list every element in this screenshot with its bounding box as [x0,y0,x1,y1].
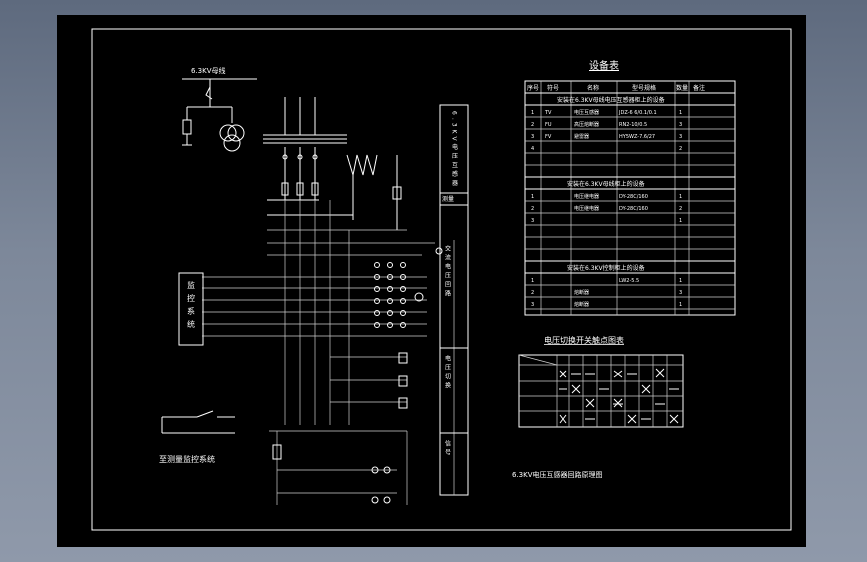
equipment-table-title: 设备表 [589,59,619,72]
right-panel-sub1: 测量 [442,195,454,203]
section3-title: 安装在6.3KV控制柜上的设备 [567,264,645,272]
s1r3-qty: 3 [679,134,682,140]
s1r1-qty: 1 [679,110,682,116]
monitor-box-label: 监控系统 [187,280,196,333]
left-lower-circuit: 至测量监控系统 [159,410,235,464]
s1r1-name: 电压互感器 [574,109,599,116]
s2r1-model: DY-28C/160 [619,194,648,200]
s1r4-index: 4 [531,146,534,152]
s3r2-name: 熔断器 [574,289,589,296]
cad-drawing: 6.3KV母线 [91,28,792,531]
s3r3-name: 熔断器 [574,301,589,308]
phase-lines [263,97,402,230]
s1r2-index: 2 [531,122,534,128]
switch-contacts [374,262,424,409]
s1r2-name: 高压熔断器 [574,121,599,128]
s2r2-index: 2 [531,206,534,212]
s2r3-index: 3 [531,218,534,224]
switch-contact-table: 电压切换开关触点图表 [518,335,684,428]
right-label-panel: 6.3KV电压互感器 测量 交流电压回路 电压切换 信号 [439,104,469,496]
s2r2-model: DY-28C/160 [619,206,648,212]
s3r1-index: 1 [531,278,534,284]
s2r3-qty: 1 [679,218,682,224]
bottom-circuit [269,430,408,505]
s1r3-symbol: FV [545,134,552,140]
s2r2-qty: 2 [679,206,682,212]
header-name: 名称 [587,84,599,92]
switch-table-title: 电压切换开关触点图表 [544,335,624,345]
s1r3-model: HY5WZ-7.6/27 [619,134,655,140]
bus-label: 6.3KV母线 [191,66,226,75]
s1r2-qty: 3 [679,122,682,128]
monitor-system-box [178,272,204,346]
s1r4-qty: 2 [679,146,682,152]
left-note: 至测量监控系统 [159,454,215,464]
s3r3-index: 3 [531,302,534,308]
equipment-table: 设备表 序号 符号 名称 型号规格 数量 备注 安装在6.3KV母线电压互感器柜… [524,59,736,316]
s1r2-symbol: FU [545,122,552,128]
secondary-wiring [202,200,443,425]
header-model: 型号规格 [632,84,656,92]
s3r1-model: LW2-5.5 [619,278,639,284]
s1r1-symbol: TV [544,110,552,116]
header-symbol: 符号 [547,84,559,92]
s3r3-qty: 1 [679,302,682,308]
header-note: 备注 [693,84,705,92]
s1r3-name: 避雷器 [574,133,589,140]
s3r1-qty: 1 [679,278,682,284]
right-panel-sub3: 电压切换 [444,354,451,391]
s1r1-model: JDZ-6 6/0.1/0.1 [618,110,657,116]
drawing-sheet: 6.3KV母线 [57,15,806,547]
bus-section: 6.3KV母线 [182,66,257,152]
s2r1-qty: 1 [679,194,682,200]
right-panel-sub2: 交流电压回路 [444,244,451,299]
s3r2-index: 2 [531,290,534,296]
s2r2-name: 电压继电器 [574,205,599,212]
header-index: 序号 [527,84,539,92]
s2r1-index: 1 [531,194,534,200]
section2-title: 安装在6.3KV母线柜上的设备 [567,180,645,188]
drawing-border [91,28,792,531]
section1-title: 安装在6.3KV母线电压互感器柜上的设备 [557,96,665,104]
s2r1-name: 电压继电器 [574,193,599,200]
s3r2-qty: 3 [679,290,682,296]
header-qty: 数量 [676,84,688,92]
s1r2-model: RN2-10/0.5 [619,122,647,128]
s1r3-index: 3 [531,134,534,140]
s1r1-index: 1 [531,110,534,116]
drawing-caption: 6.3KV电压互感器回路原理图 [512,470,603,479]
right-panel-main: 6.3KV电压互感器 [451,111,458,189]
right-panel-sub4: 信号 [444,439,451,458]
